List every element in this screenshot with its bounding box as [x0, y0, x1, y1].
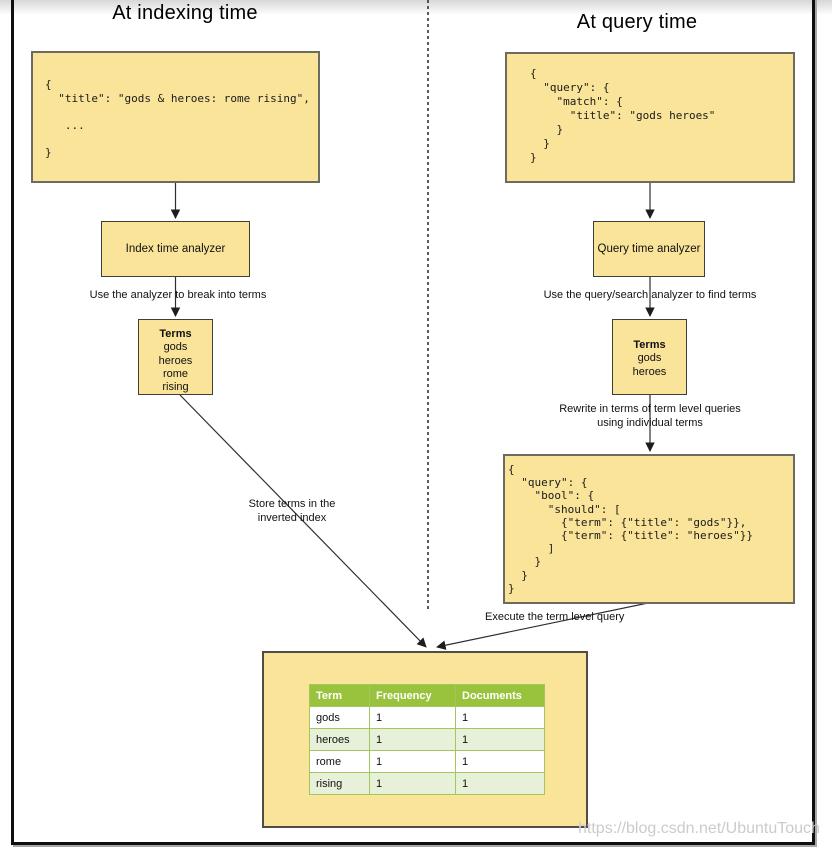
table-row: heroes 1 1	[309, 728, 545, 751]
index-time-analyzer-box: Index time analyzer	[101, 221, 250, 277]
term-item: heroes	[632, 365, 667, 378]
arrow-execute-to-index	[436, 602, 649, 650]
term-item: gods	[637, 352, 662, 365]
column-header-frequency: Frequency	[369, 684, 456, 707]
rewritten-query-box: { "query": { "bool": { "should": [ {"ter…	[503, 454, 795, 604]
table-row: rising 1 1	[309, 772, 545, 795]
outer-frame	[11, 0, 815, 845]
rewritten-query-json-code: { "query": { "bool": { "should": [ {"ter…	[508, 463, 754, 595]
store-terms-note: Store terms in the inverted index	[248, 498, 336, 524]
column-header-term: Term	[309, 684, 370, 707]
term-item: heroes	[158, 354, 193, 367]
query-source-box: { "query": { "match": { "title": "gods h…	[505, 52, 795, 183]
analyzer-note-indexing: Use the analyzer to break into terms	[89, 289, 267, 301]
term-item: rising	[162, 381, 189, 394]
table-row: gods 1 1	[309, 706, 545, 729]
watermark: https://blog.csdn.net/UbuntuTouch	[578, 820, 820, 837]
term-item: gods	[163, 341, 188, 354]
document-source-box: { "title": "gods & heroes: rome rising",…	[31, 51, 320, 183]
inverted-index-table: Term Frequency Documents gods 1 1 heroes…	[309, 684, 545, 795]
table-row: rome 1 1	[309, 750, 545, 773]
table-header-row: Term Frequency Documents	[309, 684, 545, 707]
terms-title-query: Terms	[633, 339, 666, 351]
analyzer-note-query: Use the query/search analyzer to find te…	[543, 289, 757, 301]
terms-box-query: Terms gods heroes	[612, 319, 687, 395]
rewrite-note: Rewrite in terms of term level queries u…	[559, 403, 741, 429]
terms-title-indexing: Terms	[159, 328, 192, 340]
query-time-analyzer-box: Query time analyzer	[593, 221, 705, 277]
document-json-code: { "title": "gods & heroes: rome rising",…	[45, 78, 310, 159]
arrow-terms-to-index	[179, 394, 427, 648]
top-fade	[0, 0, 832, 15]
index-time-analyzer-label: Index time analyzer	[125, 243, 226, 255]
query-time-analyzer-label: Query time analyzer	[597, 243, 701, 255]
term-item: rome	[162, 367, 189, 380]
column-header-documents: Documents	[455, 684, 545, 707]
heading-query-time: At query time	[576, 11, 698, 33]
terms-box-indexing: Terms gods heroes rome rising	[138, 319, 213, 395]
inverted-index-panel: Term Frequency Documents gods 1 1 heroes…	[262, 651, 588, 828]
execute-note: Execute the term level query	[485, 611, 625, 623]
heading-indexing-time: At indexing time	[112, 2, 258, 24]
query-json-code: { "query": { "match": { "title": "gods h…	[530, 67, 716, 164]
